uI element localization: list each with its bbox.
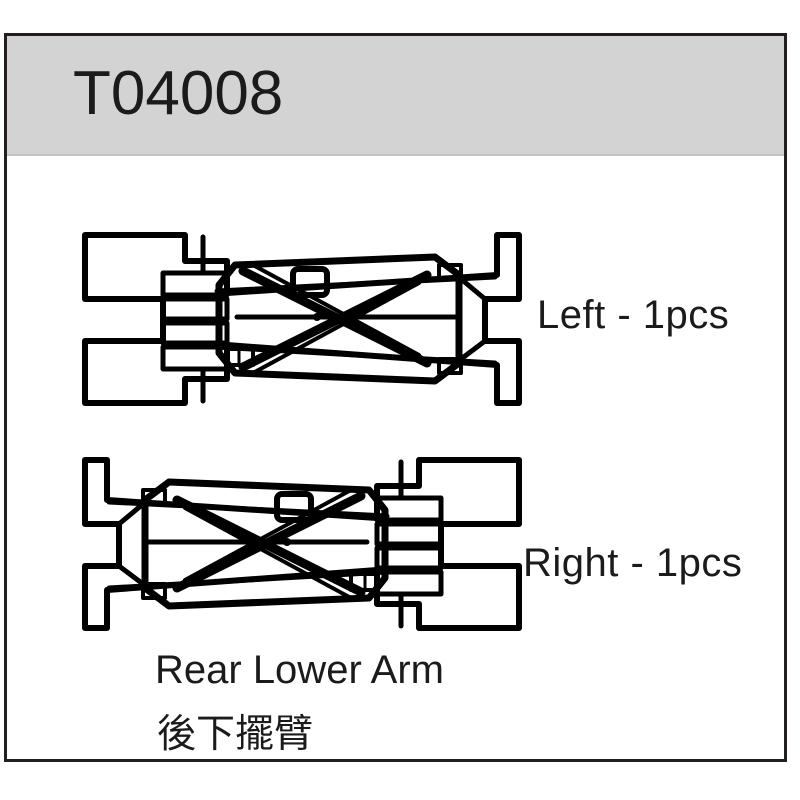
title-band: T04008 (7, 36, 784, 156)
part-caption-english: Rear Lower Arm (155, 648, 444, 692)
rear-lower-arm-left-drawing (67, 213, 537, 423)
rear-lower-arm-right-drawing (67, 438, 537, 648)
part-caption-chinese: 後下擺臂 (157, 712, 314, 757)
part-card: T04008 (4, 33, 787, 762)
quantity-label-right: Right - 1pcs (523, 541, 743, 585)
page-title: T04008 (73, 59, 284, 128)
rear-lower-arm-left-svg (82, 232, 522, 406)
rear-lower-arm-right-svg (82, 457, 522, 631)
diagram-body: Left - 1pcs Right - 1pcs Rear Lower Arm … (7, 158, 784, 759)
quantity-label-left: Left - 1pcs (537, 293, 730, 337)
